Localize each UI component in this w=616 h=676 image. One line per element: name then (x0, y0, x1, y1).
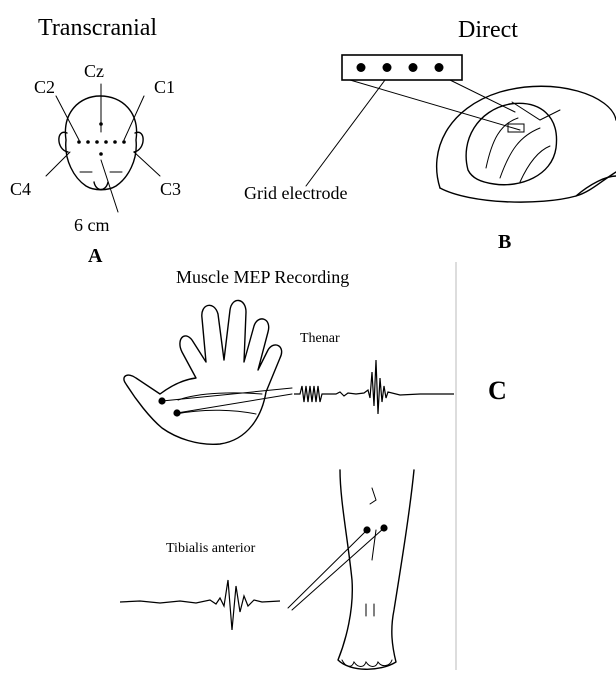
panel-label-c: C (488, 378, 507, 404)
grid-electrode-diagram (306, 55, 616, 202)
palm-crease-1 (178, 393, 262, 400)
hand-diagram (124, 300, 292, 444)
thenar-label: Thenar (300, 332, 340, 346)
leg-diagram (288, 470, 414, 669)
tibialis-lead-1 (288, 530, 367, 608)
tibialis-lead-2 (292, 528, 384, 610)
grid-lead-1 (350, 80, 520, 130)
panel-label-a: A (88, 246, 102, 266)
electrode-label-c2: C2 (34, 78, 55, 96)
tibialis-anterior-label: Tibialis anterior (166, 542, 255, 556)
retractor (512, 102, 560, 120)
toes (342, 660, 392, 667)
panel-label-b: B (498, 232, 511, 252)
head-diagram (46, 84, 160, 212)
right-ear-icon (134, 132, 143, 152)
hand-outline (124, 300, 282, 444)
grid-pointer (306, 80, 385, 186)
c4-leader (46, 152, 70, 176)
electrode-label-cz: Cz (84, 62, 104, 80)
c3-leader (134, 152, 160, 176)
thenar-mep-trace (294, 360, 454, 414)
grid-lead-2 (450, 80, 515, 112)
electrode-label-c4: C4 (10, 180, 31, 198)
muscle-mep-title: Muscle MEP Recording (176, 268, 349, 286)
shin-ridge (372, 530, 376, 560)
skull-base (440, 172, 616, 202)
craniotomy-window (466, 103, 556, 184)
grid-electrode-label: Grid electrode (244, 184, 347, 202)
sulcus-2 (500, 128, 540, 178)
placed-electrode (508, 124, 524, 132)
thenar-lead-2 (177, 394, 292, 413)
direct-title: Direct (458, 18, 518, 42)
distance-label: 6 cm (74, 216, 110, 234)
thenar-lead-1 (162, 388, 292, 401)
skull-outline (437, 86, 616, 188)
left-ear-icon (59, 132, 68, 152)
knee-mark (370, 488, 376, 504)
nose-icon (94, 182, 108, 190)
tibialis-mep-trace (120, 580, 280, 630)
sulcus-1 (486, 118, 518, 168)
electrode-label-c1: C1 (154, 78, 175, 96)
transcranial-title: Transcranial (38, 16, 157, 40)
electrode-label-c3: C3 (160, 180, 181, 198)
